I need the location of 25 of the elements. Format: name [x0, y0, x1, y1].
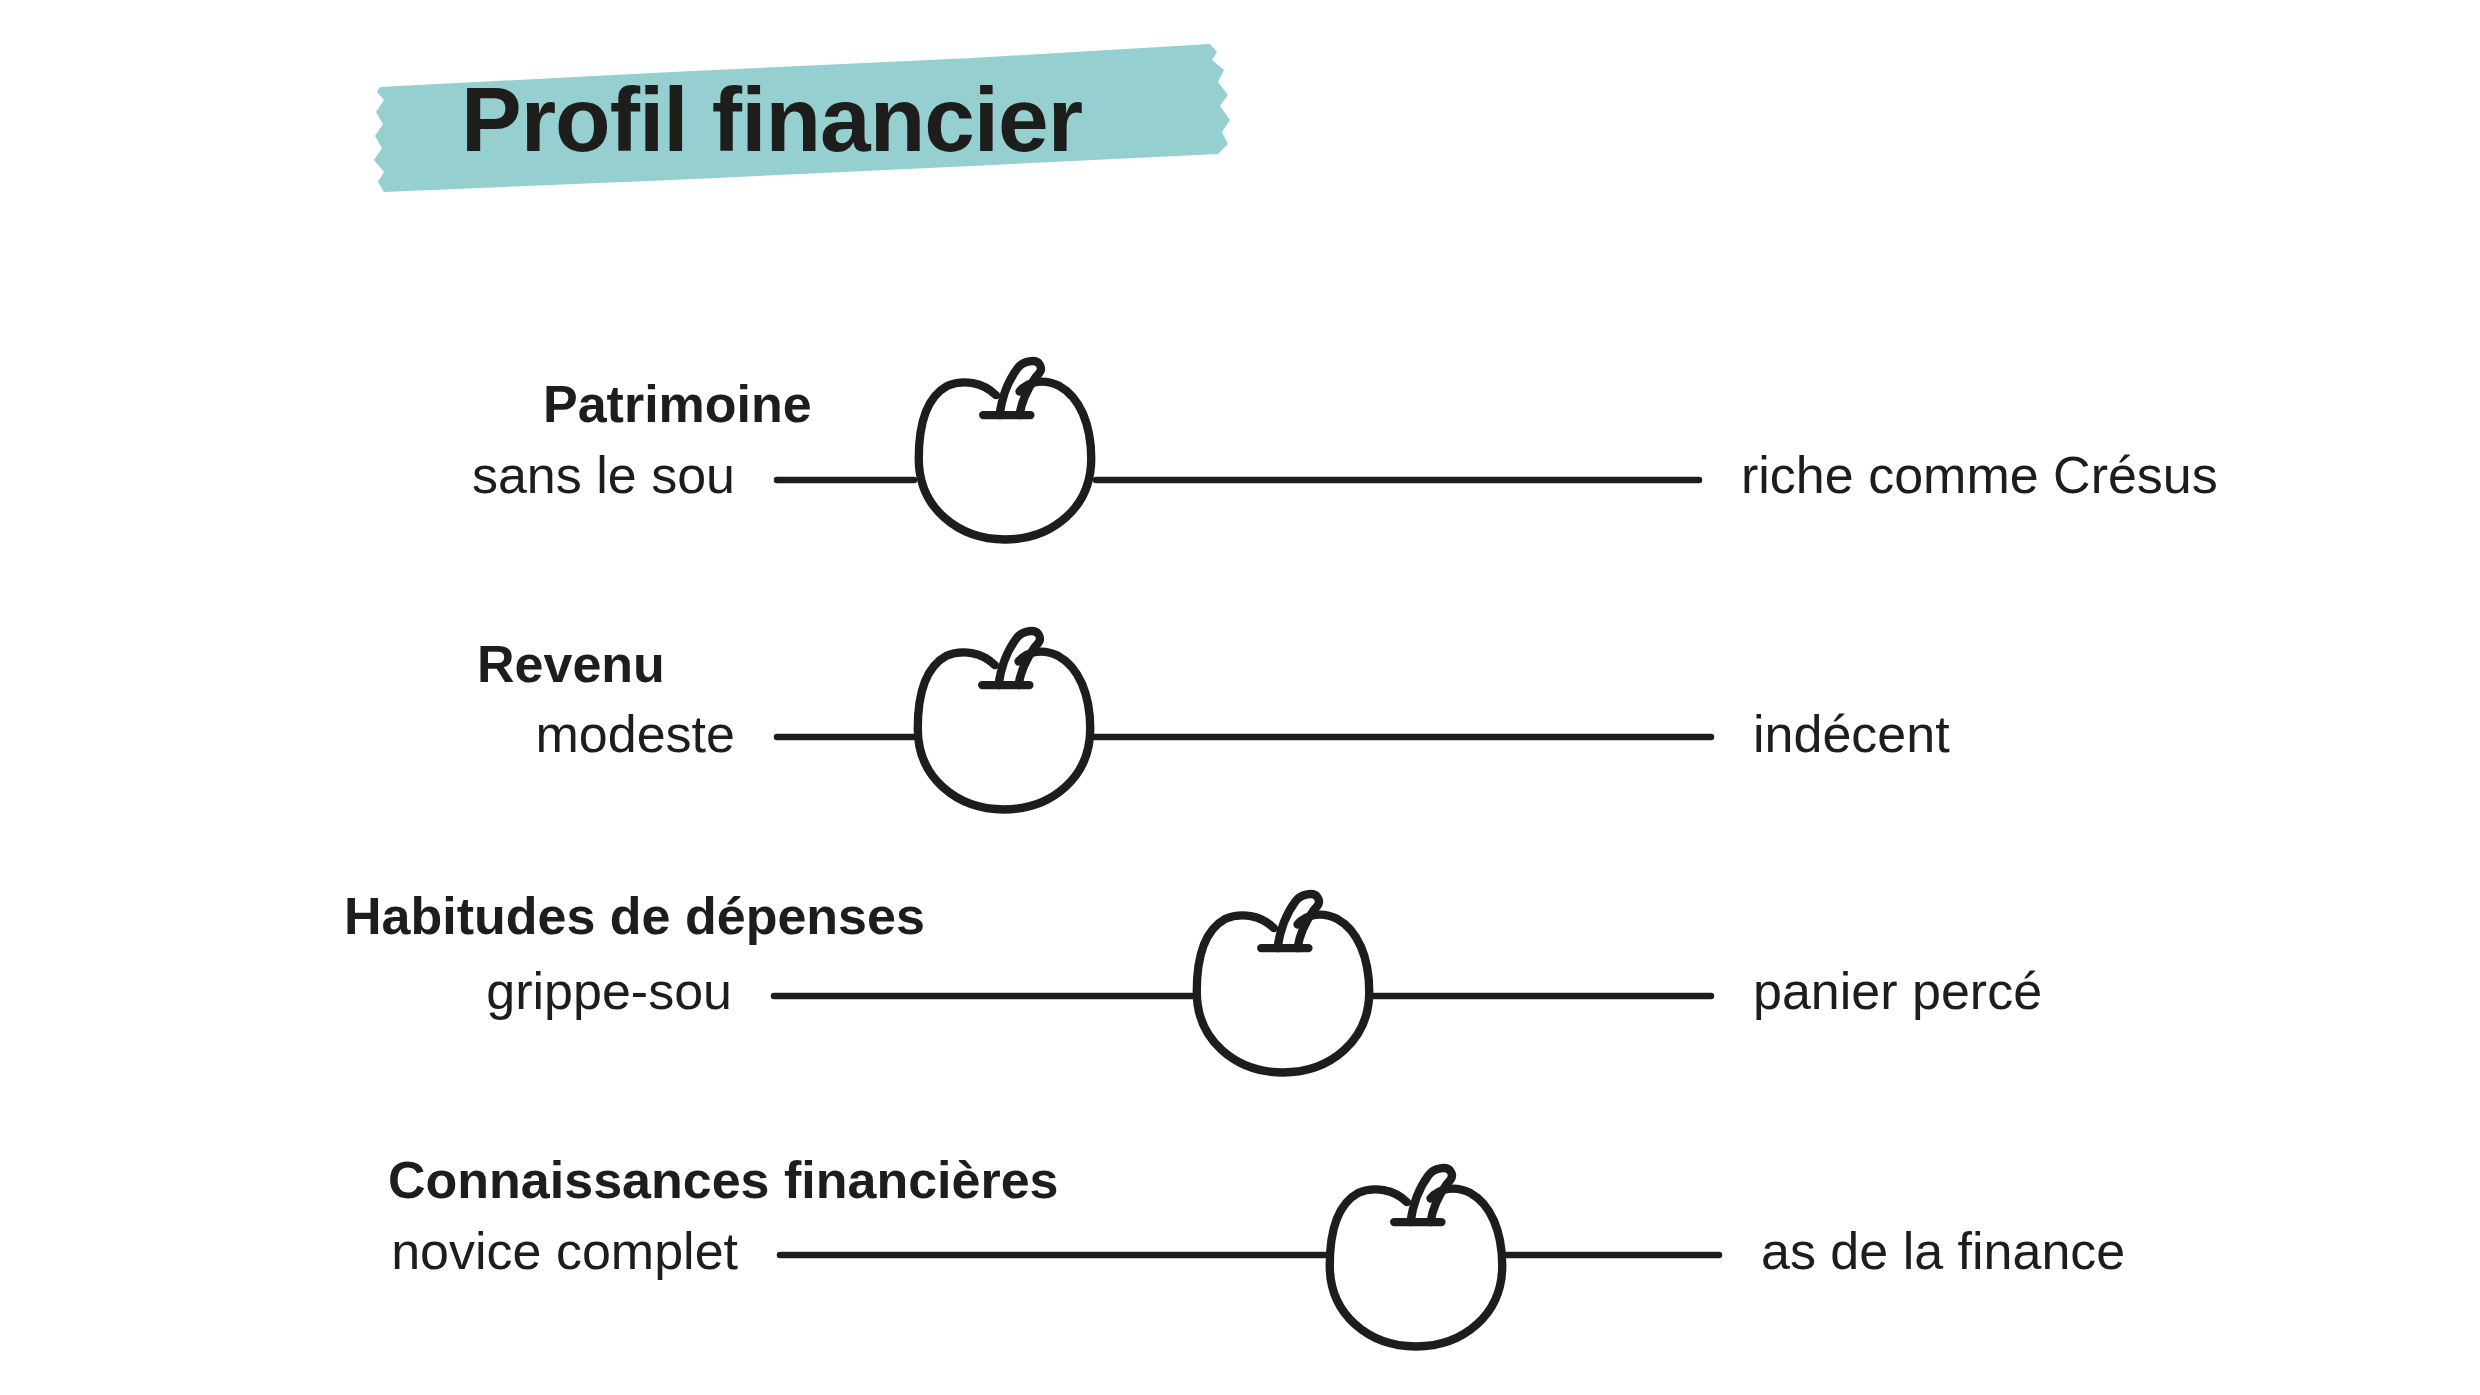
scale-heading: Patrimoine [543, 375, 812, 435]
scale-end-label: grippe-sou [486, 962, 732, 1022]
scale-heading: Habitudes de dépenses [344, 887, 925, 947]
scale-line [773, 476, 918, 484]
scale-end-label: riche comme Crésus [1741, 446, 2218, 506]
scale-end-label: novice complet [391, 1222, 738, 1282]
scale-line [1091, 733, 1715, 741]
scale-line [776, 1251, 1329, 1259]
scale-end-label: as de la finance [1761, 1222, 2126, 1282]
scale-line [773, 733, 917, 741]
scale-end-label: sans le sou [471, 446, 735, 506]
scale-line [770, 992, 1196, 1000]
apple-icon [914, 357, 1096, 544]
scale-end-label: panier percé [1753, 962, 2043, 1022]
scale-heading: Connaissances financières [388, 1151, 1059, 1211]
apple-icon [913, 627, 1095, 814]
scale-heading: Revenu [477, 635, 665, 695]
apple-icon [1325, 1164, 1507, 1351]
scale-end-label: modeste [535, 705, 735, 765]
title: Profil financier [461, 74, 1083, 165]
scale-end-label: indécent [1753, 705, 1950, 765]
apple-icon [1192, 890, 1374, 1077]
scale-line [1092, 476, 1703, 484]
scale-line [1503, 1251, 1723, 1259]
scale-line [1370, 992, 1715, 1000]
